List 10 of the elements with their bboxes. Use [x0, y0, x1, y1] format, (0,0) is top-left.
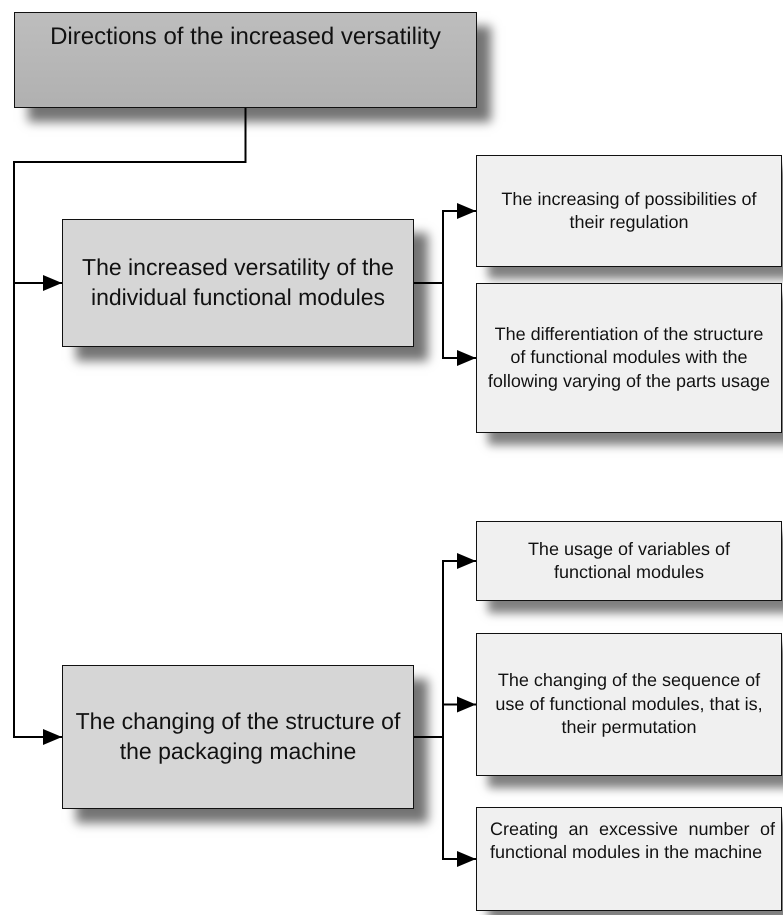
connector-arrow	[414, 282, 476, 366]
detail-box: The changing of the sequence of use of functional modules, that is, their permutation	[476, 633, 782, 776]
detail-box: Creating an excessive number of functional modules in the machine	[476, 807, 782, 911]
category-box: The increased versatility of the individual functional modules	[62, 219, 414, 347]
category-box: The changing of the structure of the packaging machine	[62, 665, 414, 809]
detail-box: The differentiation of the structure of functional modules with the following varying of the parts usage	[476, 283, 782, 433]
detail-box: The increasing of possibilities of their regulation	[476, 155, 782, 267]
connector-arrow	[414, 736, 476, 867]
root-box: Directions of the increased versatility	[14, 12, 477, 108]
detail-box: The usage of variables of functional modules	[476, 521, 782, 601]
